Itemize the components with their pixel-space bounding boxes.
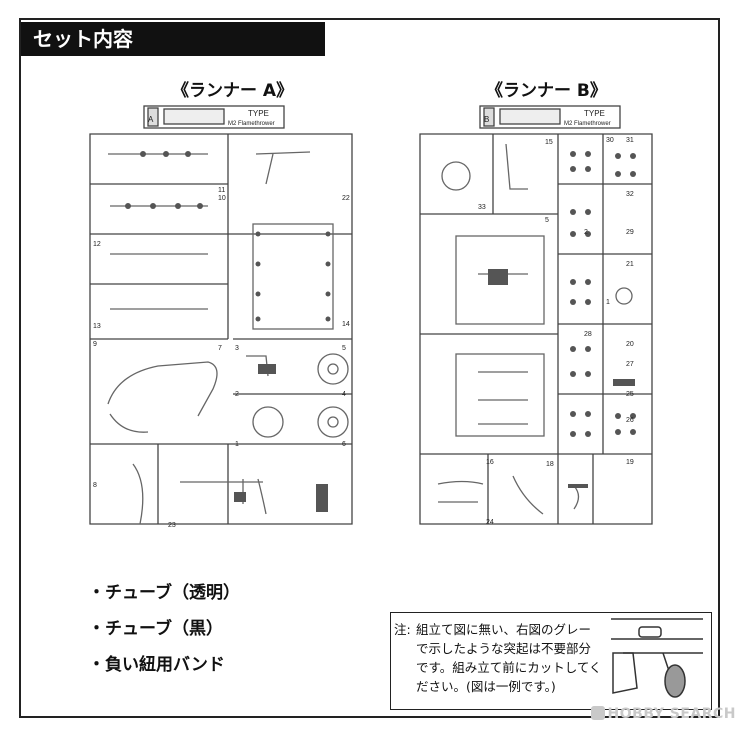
runner-a-title: 《ランナー A》 (172, 81, 294, 101)
note-text-block: 注: 組立て図に無い、右図のグレーで示したような突起は不要部分です。組み立て前に… (394, 620, 602, 696)
part-number-label: 5 (342, 345, 346, 352)
part-number-label: 30 (606, 137, 614, 144)
part-number-label: 3 (235, 345, 239, 352)
part-number-label: 1 (606, 299, 610, 306)
part-number-label: 8 (93, 482, 97, 489)
part-number-label: 15 (545, 139, 553, 146)
contents-item: ・チューブ（黒） (88, 619, 223, 639)
part-number-label: 7 (218, 345, 222, 352)
contents-item: ・チューブ（透明） (88, 583, 240, 603)
part-number-label: 28 (584, 331, 592, 338)
part-number-label: 22 (342, 195, 350, 202)
note-box (390, 612, 712, 710)
runner-a-tag-subtitle: M2 Flamethrower (228, 121, 275, 127)
runner-b-tag-letter: B (484, 115, 489, 124)
part-number-label: 2 (235, 391, 239, 398)
runner-a-diagram: A TYPE M2 Flamethrower (89, 105, 353, 525)
runner-a-tag-type: TYPE (248, 109, 269, 118)
part-number-label: 5 (545, 217, 549, 224)
part-number-label: 20 (626, 341, 634, 348)
runner-a-tag-letter: A (148, 115, 154, 124)
watermark-text: HOBBY SEARCH (607, 706, 736, 722)
runner-b-tag-type: TYPE (584, 109, 605, 118)
runner-b-diagram: B TYPE M2 Flamethrower (419, 105, 653, 525)
part-number-label: 26 (626, 417, 634, 424)
part-number-label: 33 (478, 204, 486, 211)
runner-a-part-numbers: 11 22 10 14 13 12 9 7 3 5 2 4 1 6 8 23 (93, 187, 350, 529)
watermark: HOBBY SEARCH (590, 706, 736, 722)
watermark-logo-icon (590, 706, 605, 720)
note-example-illustration (611, 618, 703, 698)
part-number-label: 25 (626, 391, 634, 398)
contents-list: ・チューブ（透明） ・チューブ（黒） ・負い紐用バンド (88, 582, 240, 690)
contents-item: ・負い紐用バンド (88, 655, 225, 675)
part-number-label: 29 (626, 229, 634, 236)
note-label: 注: (394, 622, 411, 637)
part-number-label: 1 (235, 441, 239, 448)
part-number-label: 27 (626, 361, 634, 368)
part-number-label: 2 (584, 229, 588, 236)
page-title: セット内容 (21, 22, 325, 56)
part-number-label: 24 (486, 519, 494, 526)
part-number-label: 9 (93, 341, 97, 348)
part-number-label: 23 (168, 522, 176, 529)
part-number-label: 14 (342, 321, 350, 328)
part-number-label: 31 (626, 137, 634, 144)
part-number-label: 6 (342, 441, 346, 448)
runner-b-tag-subtitle: M2 Flamethrower (564, 121, 611, 127)
part-number-label: 13 (93, 323, 101, 330)
content-frame (19, 18, 720, 718)
runner-b-title: 《ランナー B》 (486, 81, 607, 101)
part-number-label: 10 (218, 195, 226, 202)
runner-b-part-numbers: 15 30 31 32 33 5 2 29 21 1 28 20 27 25 26 19 16 18 24 (478, 137, 634, 526)
part-number-label: 12 (93, 241, 101, 248)
part-number-label: 18 (546, 461, 554, 468)
part-number-label: 4 (342, 391, 346, 398)
note-body: 組立て図に無い、右図のグレーで示したような突起は不要部分です。組み立て前にカット… (416, 622, 602, 694)
part-number-label: 21 (626, 261, 634, 268)
part-number-label: 19 (626, 459, 634, 466)
part-number-label: 16 (486, 459, 494, 466)
part-number-label: 32 (626, 191, 634, 198)
part-number-label: 11 (218, 187, 225, 194)
